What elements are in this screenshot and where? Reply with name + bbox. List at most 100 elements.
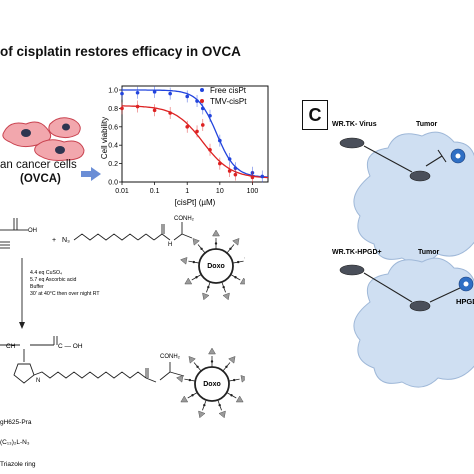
data-point [227, 157, 232, 161]
y-axis-label: Cell viability [100, 117, 109, 159]
data-point [152, 108, 157, 113]
chain-dot [218, 403, 221, 407]
data-point [208, 148, 212, 152]
data-point [218, 161, 222, 166]
data-point [168, 111, 172, 115]
x-tick-label: 1 [185, 188, 189, 195]
triazole-n-label: N [36, 378, 40, 384]
doxo-label-bottom: Doxo [203, 381, 221, 388]
legend-triazole: Triazole ring [0, 461, 36, 468]
y-tick-label: 0.8 [108, 106, 118, 113]
data-point [168, 91, 172, 96]
y-tick-label: 0.4 [108, 143, 118, 150]
condition-line: 4.4 eq CuSO₄ [30, 270, 62, 276]
peptide-triangle-icon [222, 292, 230, 301]
x-tick-label: 0.1 [150, 188, 160, 195]
x-tick-label: 0.01 [115, 188, 129, 195]
chain-dot [210, 360, 214, 363]
reaction-conditions: 4.4 eq CuSO₄ 5.7 eq Ascorbic acid Buffer… [30, 270, 100, 297]
virus-arrow-bottom [363, 272, 413, 303]
virus-particle-top [339, 137, 365, 149]
inhibition-bar-icon [437, 149, 447, 163]
immune-cell-nucleus [463, 281, 469, 287]
plus-sign: + [52, 237, 56, 244]
reactant-row [0, 218, 193, 249]
condition-line: 5.7 eq Ascorbic acid [30, 277, 77, 283]
chain-dot [214, 242, 218, 245]
peptide-triangle-icon [188, 356, 196, 364]
cells-label: an cancer cells (OVCA) [0, 158, 77, 186]
chart-curves [122, 89, 269, 179]
data-point [135, 104, 140, 109]
infected-cell-bottom [409, 300, 431, 312]
chemistry-scheme: OH + N₃ H CONH₂ Doxo 4.4 eq CuSO₄ 5.7 eq… [0, 216, 245, 468]
virus-arrow-top [363, 145, 413, 173]
peptide-triangle-icon [232, 238, 240, 246]
data-point [200, 123, 205, 127]
panel-c-diagram: WR.TK- Virus Tumor WR.TK-HPGD+ Tumor HPG… [332, 121, 474, 388]
x-axis-label: [cisPt] (µM) [175, 198, 216, 207]
data-point [200, 106, 205, 111]
y-tick-label: 1.0 [108, 88, 118, 95]
hpgd-connector [429, 287, 461, 303]
cell-shape [48, 117, 81, 139]
chain-dot [191, 394, 194, 397]
peptide-triangle-icon [202, 292, 210, 301]
peptide-triangle-icon [192, 238, 200, 246]
panel-c-label: C [302, 100, 328, 130]
ch-label: CH [6, 343, 16, 350]
legend-marker [200, 88, 204, 92]
data-point [195, 129, 199, 134]
blue-arrow-icon [81, 167, 101, 181]
peptide-triangle-icon [212, 229, 220, 237]
chain-dot [192, 260, 196, 264]
chain-dot [222, 285, 225, 289]
carboxyl-label: C — OH [58, 343, 83, 350]
data-point [218, 138, 222, 143]
peptide-triangle-icon [180, 395, 189, 403]
peptide-triangle-icon [218, 410, 226, 419]
chain-dot [225, 365, 228, 368]
cell-shape [34, 139, 85, 161]
peptide-triangle-icon [184, 277, 193, 285]
peptide-triangle-icon [239, 277, 245, 285]
chain-dot [232, 378, 236, 382]
data-point [135, 90, 140, 95]
data-point [152, 90, 157, 94]
data-point [227, 169, 232, 173]
chain-dot [200, 247, 203, 250]
peptide-triangle-icon [228, 356, 236, 364]
y-tick-label: 0.2 [108, 161, 118, 168]
chain-dot [229, 247, 232, 250]
chart-points [120, 85, 265, 184]
virus-label-top: WR.TK- Virus [332, 121, 377, 128]
legend-lipid: (C₁₃)₂L-N₃ [0, 439, 30, 446]
plot-frame [121, 85, 269, 183]
data-point [233, 172, 238, 177]
conh2-label-bottom: CONH₂ [160, 354, 181, 360]
cells-label-line1: an cancer cells [0, 159, 77, 171]
chain-dot [234, 276, 237, 279]
tumor-label-bottom: Tumor [418, 249, 440, 256]
reaction-arrowhead [19, 322, 25, 329]
fit-curve [122, 89, 269, 178]
data-point [260, 174, 265, 179]
chain-dot [207, 285, 210, 289]
y-tick-label: 0.6 [108, 124, 118, 131]
legend-label: TMV-cisPt [210, 97, 247, 106]
tumor-cloud-bottom [353, 257, 474, 388]
fit-curve [122, 105, 269, 179]
peptide-triangle-icon [208, 347, 216, 355]
data-point [120, 91, 124, 96]
peptide-triangle-icon [176, 375, 184, 383]
peptide-triangle-icon [235, 395, 244, 403]
virus-particle-bottom [339, 264, 365, 276]
data-point [233, 166, 238, 170]
data-point [185, 125, 190, 129]
x-tick-label: 10 [216, 188, 224, 195]
legend-marker [200, 99, 204, 103]
infected-cell-top [409, 170, 431, 182]
